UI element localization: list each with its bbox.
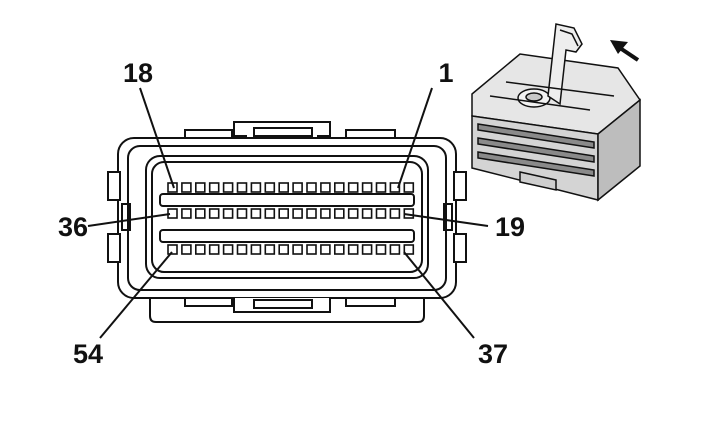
pin-cavity <box>181 244 192 255</box>
pin-row-1 <box>167 182 415 193</box>
pin-cavity <box>306 208 317 219</box>
pin-cavity <box>181 208 192 219</box>
pin-label-36: 36 <box>58 212 88 242</box>
pin-cavity <box>222 182 234 193</box>
pin-cavity <box>375 182 387 193</box>
leader-line-36 <box>87 213 171 227</box>
pin-cavity <box>167 244 178 255</box>
pin-cavity <box>403 182 415 193</box>
upper-pin-rail <box>159 193 415 207</box>
pin-cavity <box>306 182 317 193</box>
leader-lines <box>87 87 489 339</box>
right-key-lower <box>453 233 467 263</box>
perspective-pin-row-1 <box>477 123 595 149</box>
pin-cavity <box>292 182 303 193</box>
pin-cavity <box>208 244 220 255</box>
right-key-upper <box>453 171 467 201</box>
pin-cavity <box>375 208 387 219</box>
bottom-lip <box>149 298 425 323</box>
pin-cavity <box>208 208 220 219</box>
pin-cavity <box>236 182 248 193</box>
perspective-rib-2 <box>505 81 615 97</box>
perspective-side-face <box>597 98 641 202</box>
pin-cavity <box>250 244 262 255</box>
perspective-boss-inner <box>525 92 543 102</box>
pin-cavity <box>347 208 359 219</box>
pin-cavity <box>208 182 220 193</box>
pin-cavity <box>389 182 401 193</box>
leader-line-37 <box>403 251 475 339</box>
pin-cavity <box>333 182 345 193</box>
pin-cavity <box>236 208 248 219</box>
pin-row-2 <box>167 208 415 219</box>
pin-label-54: 54 <box>73 339 103 369</box>
pin-cavity <box>361 182 373 193</box>
pin-cavity <box>195 208 206 219</box>
top-latch-slot <box>253 127 313 137</box>
pin-cavity <box>195 244 206 255</box>
pin-cavity <box>236 244 248 255</box>
pin-cavity <box>361 208 373 219</box>
pin-cavity <box>320 244 331 255</box>
pin-cavity <box>264 208 276 219</box>
bottom-latch-slot <box>253 299 313 309</box>
leader-line-18 <box>139 87 175 189</box>
pin-cavity <box>347 244 359 255</box>
pin-cavity <box>292 208 303 219</box>
bottom-left-bump <box>184 298 233 307</box>
pin-cavity <box>389 208 401 219</box>
pin-cavity <box>375 244 387 255</box>
leader-line-1 <box>397 87 433 189</box>
pin-cavity <box>264 244 276 255</box>
right-key-mid <box>443 203 453 231</box>
pin-cavity <box>181 182 192 193</box>
perspective-pin-row-2 <box>477 137 595 163</box>
pin-cavity <box>278 244 290 255</box>
pin-cavity <box>333 244 345 255</box>
pin-cavity <box>292 244 303 255</box>
pin-cavity <box>389 244 401 255</box>
perspective-rib-1 <box>489 95 591 111</box>
bottom-right-bump <box>345 298 396 307</box>
outer-shroud-inner-edge <box>127 145 447 291</box>
pin-cavity <box>278 208 290 219</box>
pin-cavity <box>347 182 359 193</box>
pin-label-19: 19 <box>495 212 525 242</box>
left-key-upper <box>107 171 121 201</box>
pin-label-18: 18 <box>123 58 153 88</box>
pin-cavity <box>361 244 373 255</box>
pin-cavity <box>403 244 415 255</box>
pin-cavity <box>264 182 276 193</box>
leader-line-19 <box>403 213 489 227</box>
leader-line-54 <box>99 251 173 339</box>
perspective-pin-row-3 <box>477 151 595 177</box>
pin-cavity <box>320 208 331 219</box>
pin-cavity <box>250 208 262 219</box>
pin-cavity <box>222 244 234 255</box>
pin-label-1: 1 <box>438 58 453 88</box>
left-key-lower <box>107 233 121 263</box>
lower-pin-rail <box>159 229 415 243</box>
pin-cavity <box>306 244 317 255</box>
pin-cavity <box>222 208 234 219</box>
pin-cavity <box>250 182 262 193</box>
pin-cavity <box>278 182 290 193</box>
pin-cavity <box>320 182 331 193</box>
arrow-pointing-down-left-icon <box>610 40 640 62</box>
pin-cavity <box>195 182 206 193</box>
perspective-foot <box>519 171 557 191</box>
perspective-lever-grip <box>559 29 579 47</box>
left-key-mid <box>121 203 131 231</box>
pin-row-3 <box>167 244 415 255</box>
pin-label-37: 37 <box>478 339 508 369</box>
top-right-bump <box>345 129 396 138</box>
pin-cavity <box>333 208 345 219</box>
top-left-bump <box>184 129 233 138</box>
connector-perspective-view <box>471 23 642 202</box>
perspective-lever <box>547 23 583 106</box>
